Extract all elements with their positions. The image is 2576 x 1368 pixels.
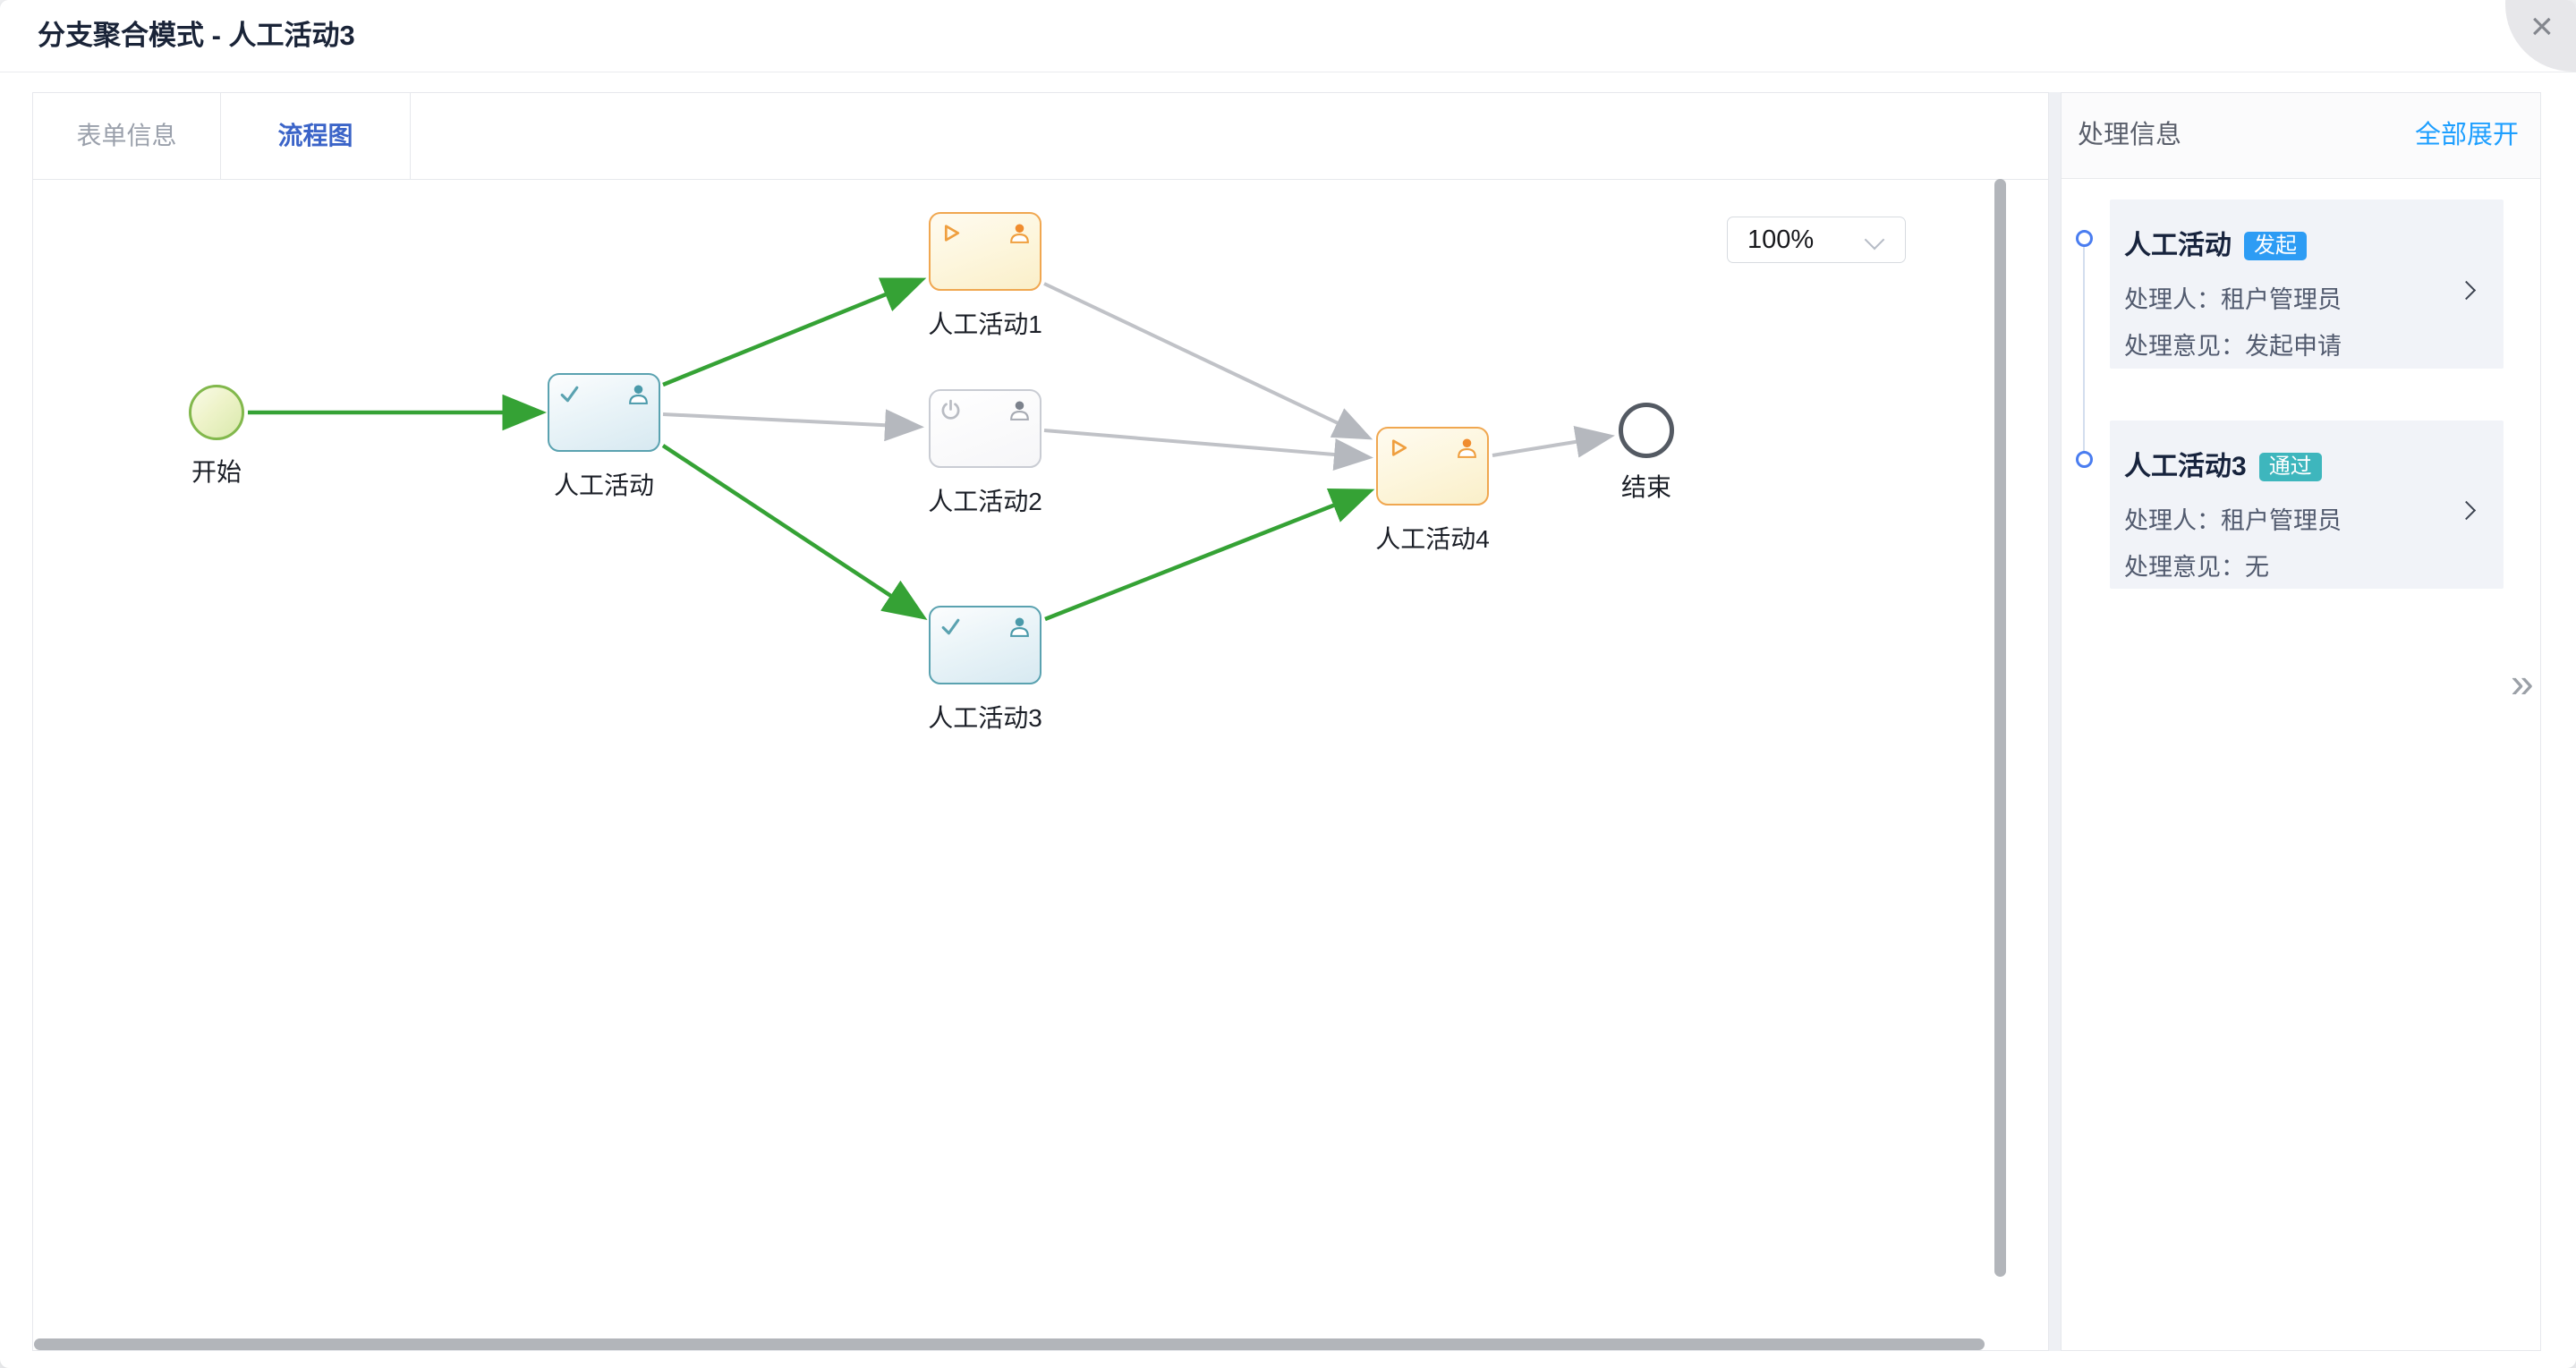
node-end[interactable] [1619,403,1674,458]
node-activity3[interactable] [929,606,1041,684]
handler-row[interactable]: 处理人：租户管理员 [2124,501,2342,536]
step-title: 人工活动发起 [2124,223,2307,262]
node-activity-label: 人工活动 [553,472,655,499]
step-title: 人工活动3 通过 [2124,444,2322,483]
tab-bar: 表单信息 流程图 [33,93,2048,180]
power-icon [941,399,960,420]
close-icon[interactable]: × [2530,4,2554,48]
handler-label: 处理人： [2124,286,2221,313]
zoom-value: 100% [1747,225,1815,254]
node-start[interactable] [189,385,244,440]
process-step-card: 人工活动3 通过 处理人：租户管理员 处理意见：无 [2110,421,2504,589]
process-info-header: 处理信息 全部展开 [2062,93,2540,179]
status-badge: 通过 [2258,453,2322,481]
check-icon [941,618,960,635]
opinion-value: 发起申请 [2245,333,2342,360]
timeline-dot [2076,451,2093,468]
node-start-label: 开始 [191,458,242,486]
node-activity2[interactable] [929,389,1041,468]
panel-title: 处理信息 [2078,121,2182,149]
node-activity3-label: 人工活动3 [928,704,1042,732]
timeline-dot [2076,230,2093,247]
check-icon [560,386,579,403]
user-icon [1010,617,1029,637]
user-icon [1010,401,1029,421]
node-activity[interactable] [548,373,660,452]
play-icon [1391,439,1407,456]
chevron-down-icon [1864,229,1885,251]
node-activity2-label: 人工活动2 [928,488,1042,515]
vertical-scrollbar[interactable] [1994,179,2006,1277]
panel-divider [2049,92,2061,1351]
node-end-label: 结束 [1620,473,1672,501]
handler-row[interactable]: 处理人：租户管理员 [2124,280,2342,315]
handler-value: 租户管理员 [2221,286,2342,313]
opinion-value: 无 [2245,554,2269,581]
user-icon [629,385,648,404]
node-activity4[interactable] [1376,427,1489,506]
zoom-select[interactable]: 100% [1727,217,1906,263]
opinion-row: 处理意见：无 [2124,548,2269,582]
step-title-text: 人工活动3 [2124,452,2247,481]
expand-all-link[interactable]: 全部展开 [2414,121,2519,149]
opinion-label: 处理意见： [2124,333,2245,360]
status-badge: 发起 [2244,232,2307,260]
user-icon [1010,224,1029,243]
node-activity1-label: 人工活动1 [928,310,1042,338]
node-activity4-label: 人工活动4 [1375,525,1490,553]
timeline-connector [2083,247,2085,455]
page-title: 分支聚合模式 - 人工活动3 [38,20,355,51]
horizontal-scrollbar[interactable] [34,1338,1985,1350]
dialog-header: 分支聚合模式 - 人工活动3 [0,0,2576,72]
play-icon [944,225,960,242]
step-title-text: 人工活动 [2124,231,2232,260]
opinion-label: 处理意见： [2124,554,2245,581]
collapse-panel-icon[interactable]: » [2511,659,2534,706]
diagram-panel: 表单信息 流程图 [32,92,2049,1351]
tab-form-info[interactable]: 表单信息 [33,93,221,179]
process-step-card: 人工活动发起 处理人：租户管理员 处理意见：发起申请 [2110,200,2504,369]
handler-label: 处理人： [2124,507,2221,534]
opinion-row: 处理意见：发起申请 [2124,327,2342,361]
tab-flowchart[interactable]: 流程图 [221,93,411,179]
node-activity1[interactable] [929,212,1041,291]
handler-value: 租户管理员 [2221,507,2342,534]
user-icon [1458,438,1476,458]
